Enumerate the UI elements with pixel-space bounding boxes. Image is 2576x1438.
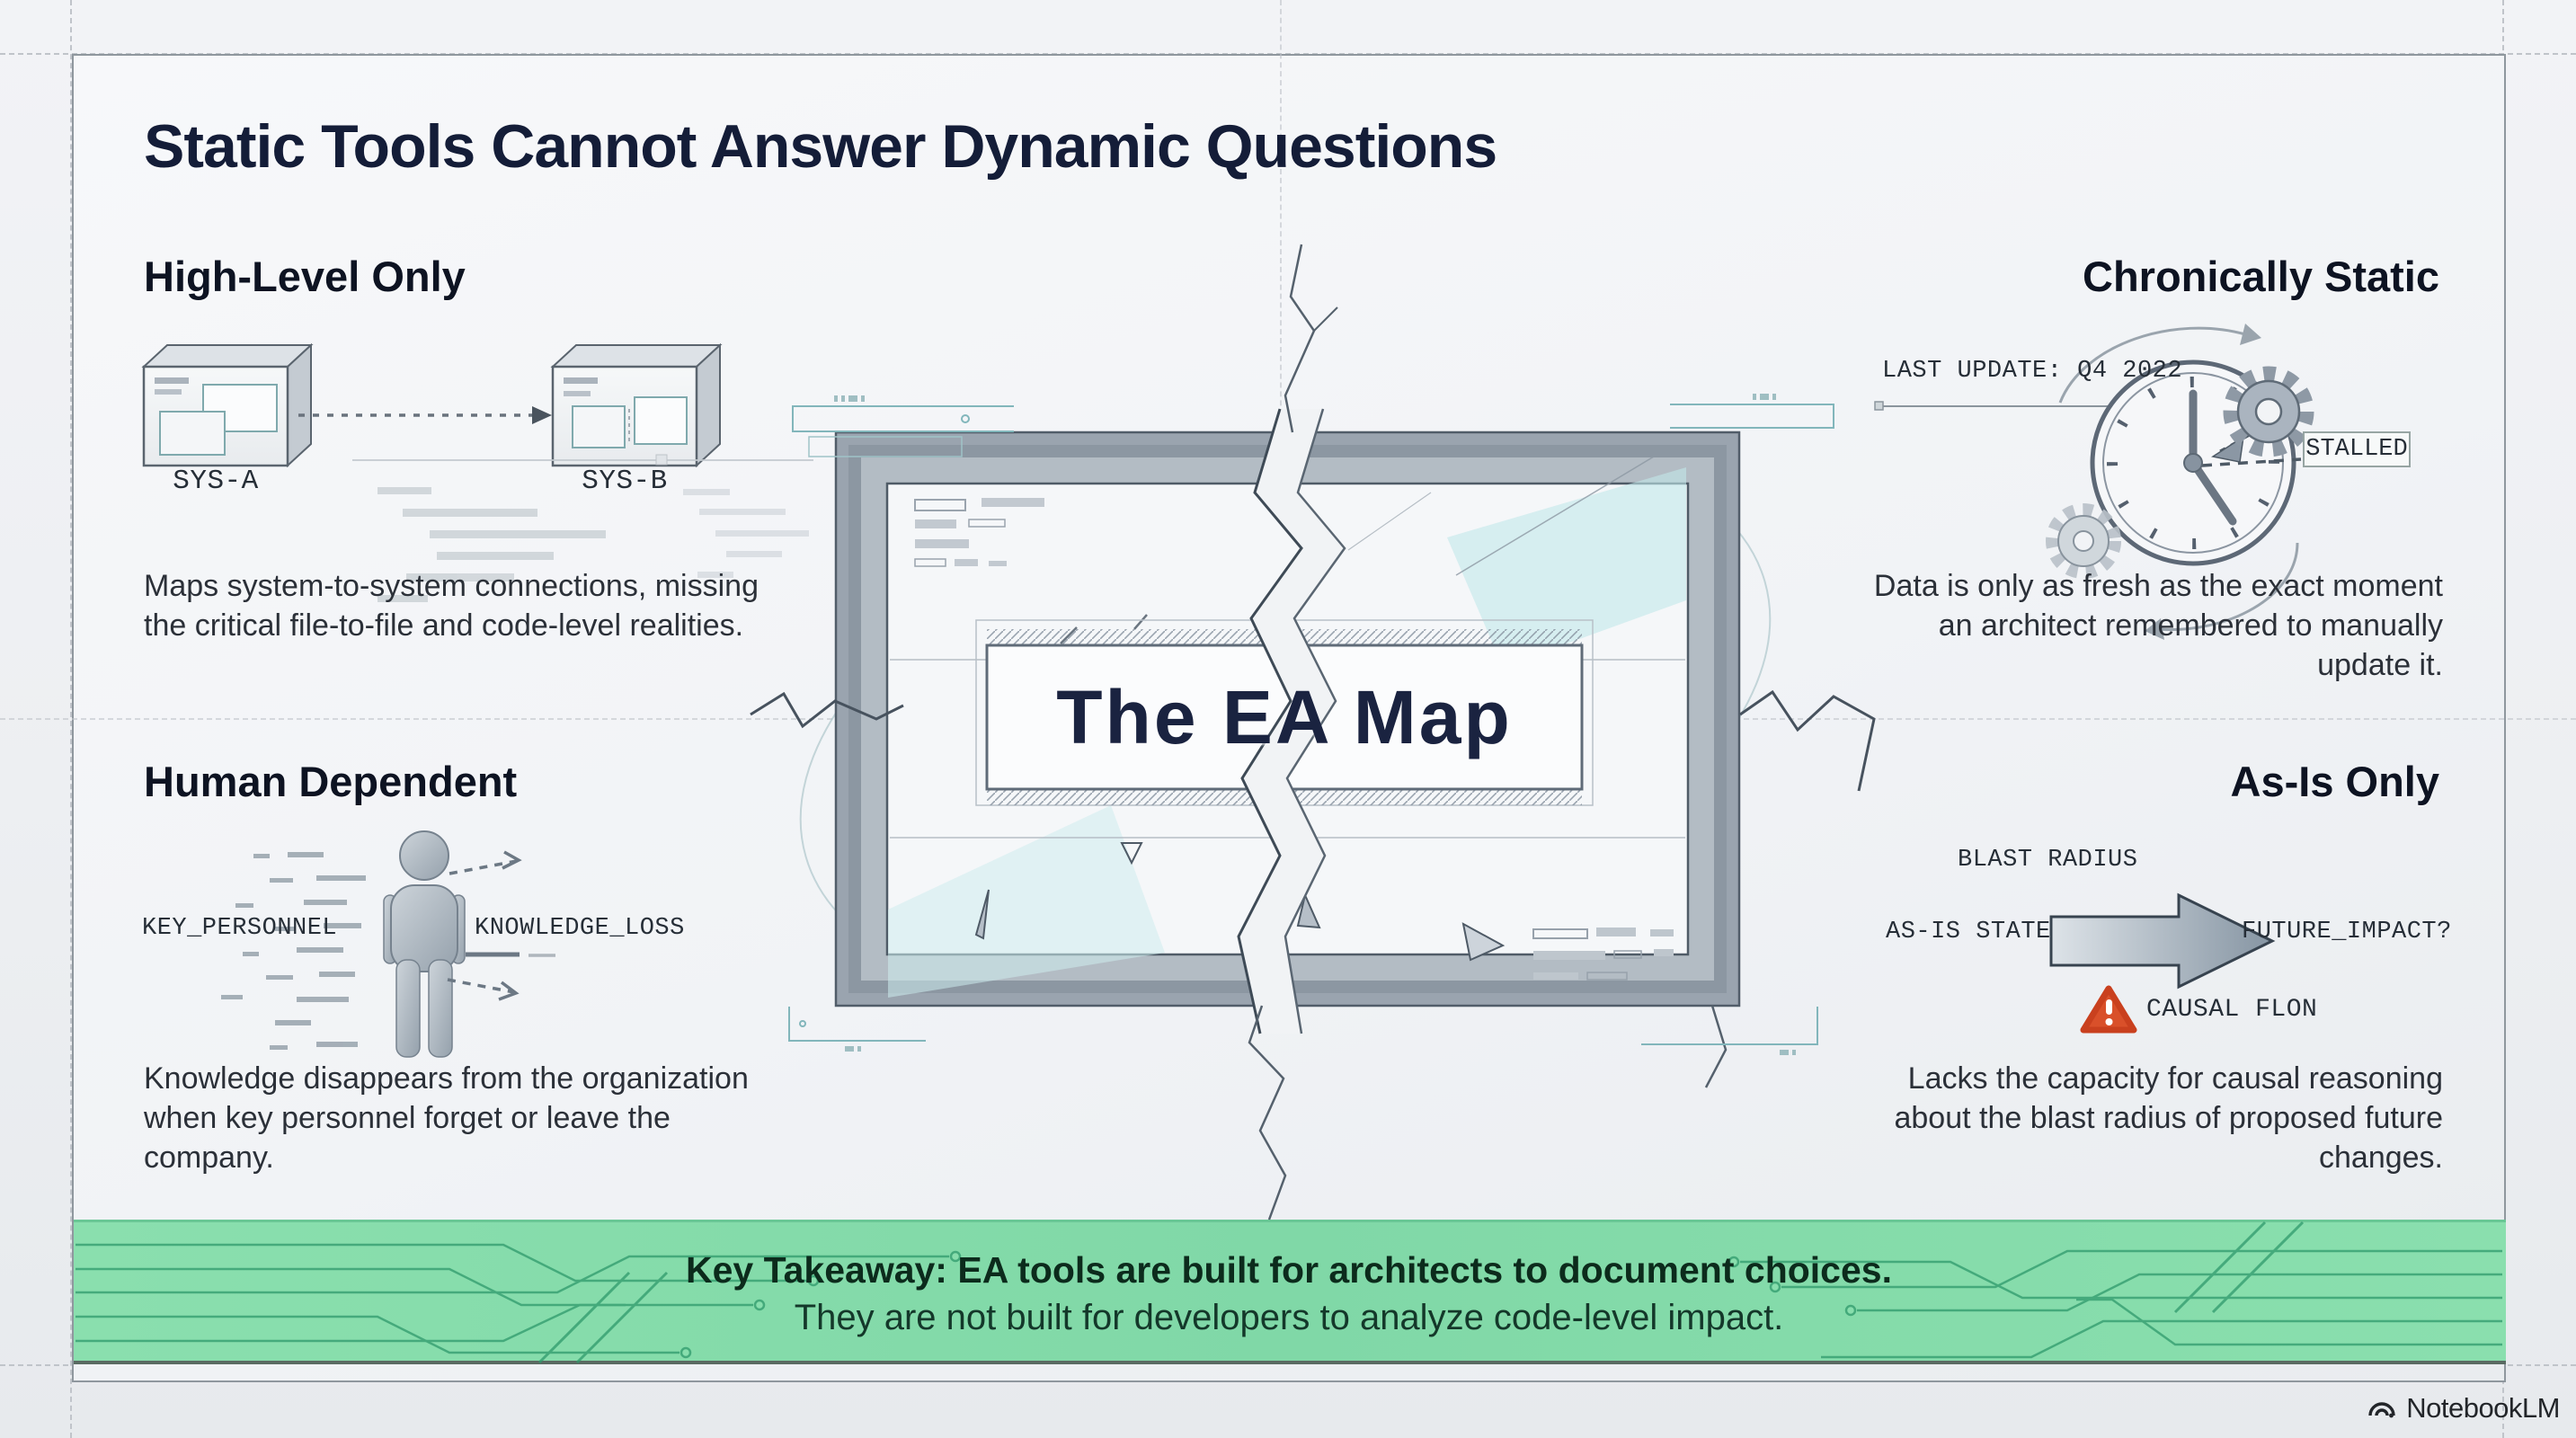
takeaway-line-1: Key Takeaway: EA tools are built for arc… <box>686 1249 1892 1291</box>
takeaway-line-2: They are not built for developers to ana… <box>794 1298 1784 1337</box>
heading-as-is-only: As-Is Only <box>2230 758 2439 805</box>
heading-chronically-static: Chronically Static <box>2083 253 2439 300</box>
notebooklm-label: NotebookLM <box>2406 1392 2560 1424</box>
guide-line-center <box>1280 0 1282 432</box>
takeaway-banner <box>74 1220 2506 1364</box>
notebooklm-logo-icon <box>2368 1402 2395 1418</box>
notebooklm-brand: NotebookLM <box>2366 1392 2560 1425</box>
heading-human-dependent: Human Dependent <box>144 758 518 805</box>
page-title: Static Tools Cannot Answer Dynamic Quest… <box>144 112 1497 181</box>
knowledge-loss-label: KNOWLEDGE_LOSS <box>475 915 685 942</box>
as-is-state-label: AS-IS STATE <box>1886 919 2051 945</box>
sys-a-label: SYS-A <box>173 466 259 497</box>
key-personnel-label: KEY_PERSONNEL <box>142 915 338 942</box>
causal-flow-label: CAUSAL FLON <box>2146 996 2318 1024</box>
blast-radius-label: BLAST RADIUS <box>1958 847 2138 874</box>
human-dependent-body: Knowledge disappears from the organizati… <box>144 1061 749 1175</box>
sys-b-label: SYS-B <box>582 466 668 497</box>
last-update-label: LAST UPDATE: Q4 2022 <box>1882 358 2183 385</box>
stalled-tag: STALLED <box>2303 431 2411 467</box>
ea-map-label: The EA Map <box>1056 674 1513 759</box>
future-impact-label: FUTURE_IMPACT? <box>2242 919 2452 945</box>
heading-high-level-only: High-Level Only <box>144 253 466 300</box>
high-level-body: Maps system-to-system connections, missi… <box>144 569 759 643</box>
as-is-only-body: Lacks the capacity for causal reasoning … <box>1894 1061 2443 1175</box>
chronically-static-body: Data is only as fresh as the exact momen… <box>1873 569 2443 682</box>
